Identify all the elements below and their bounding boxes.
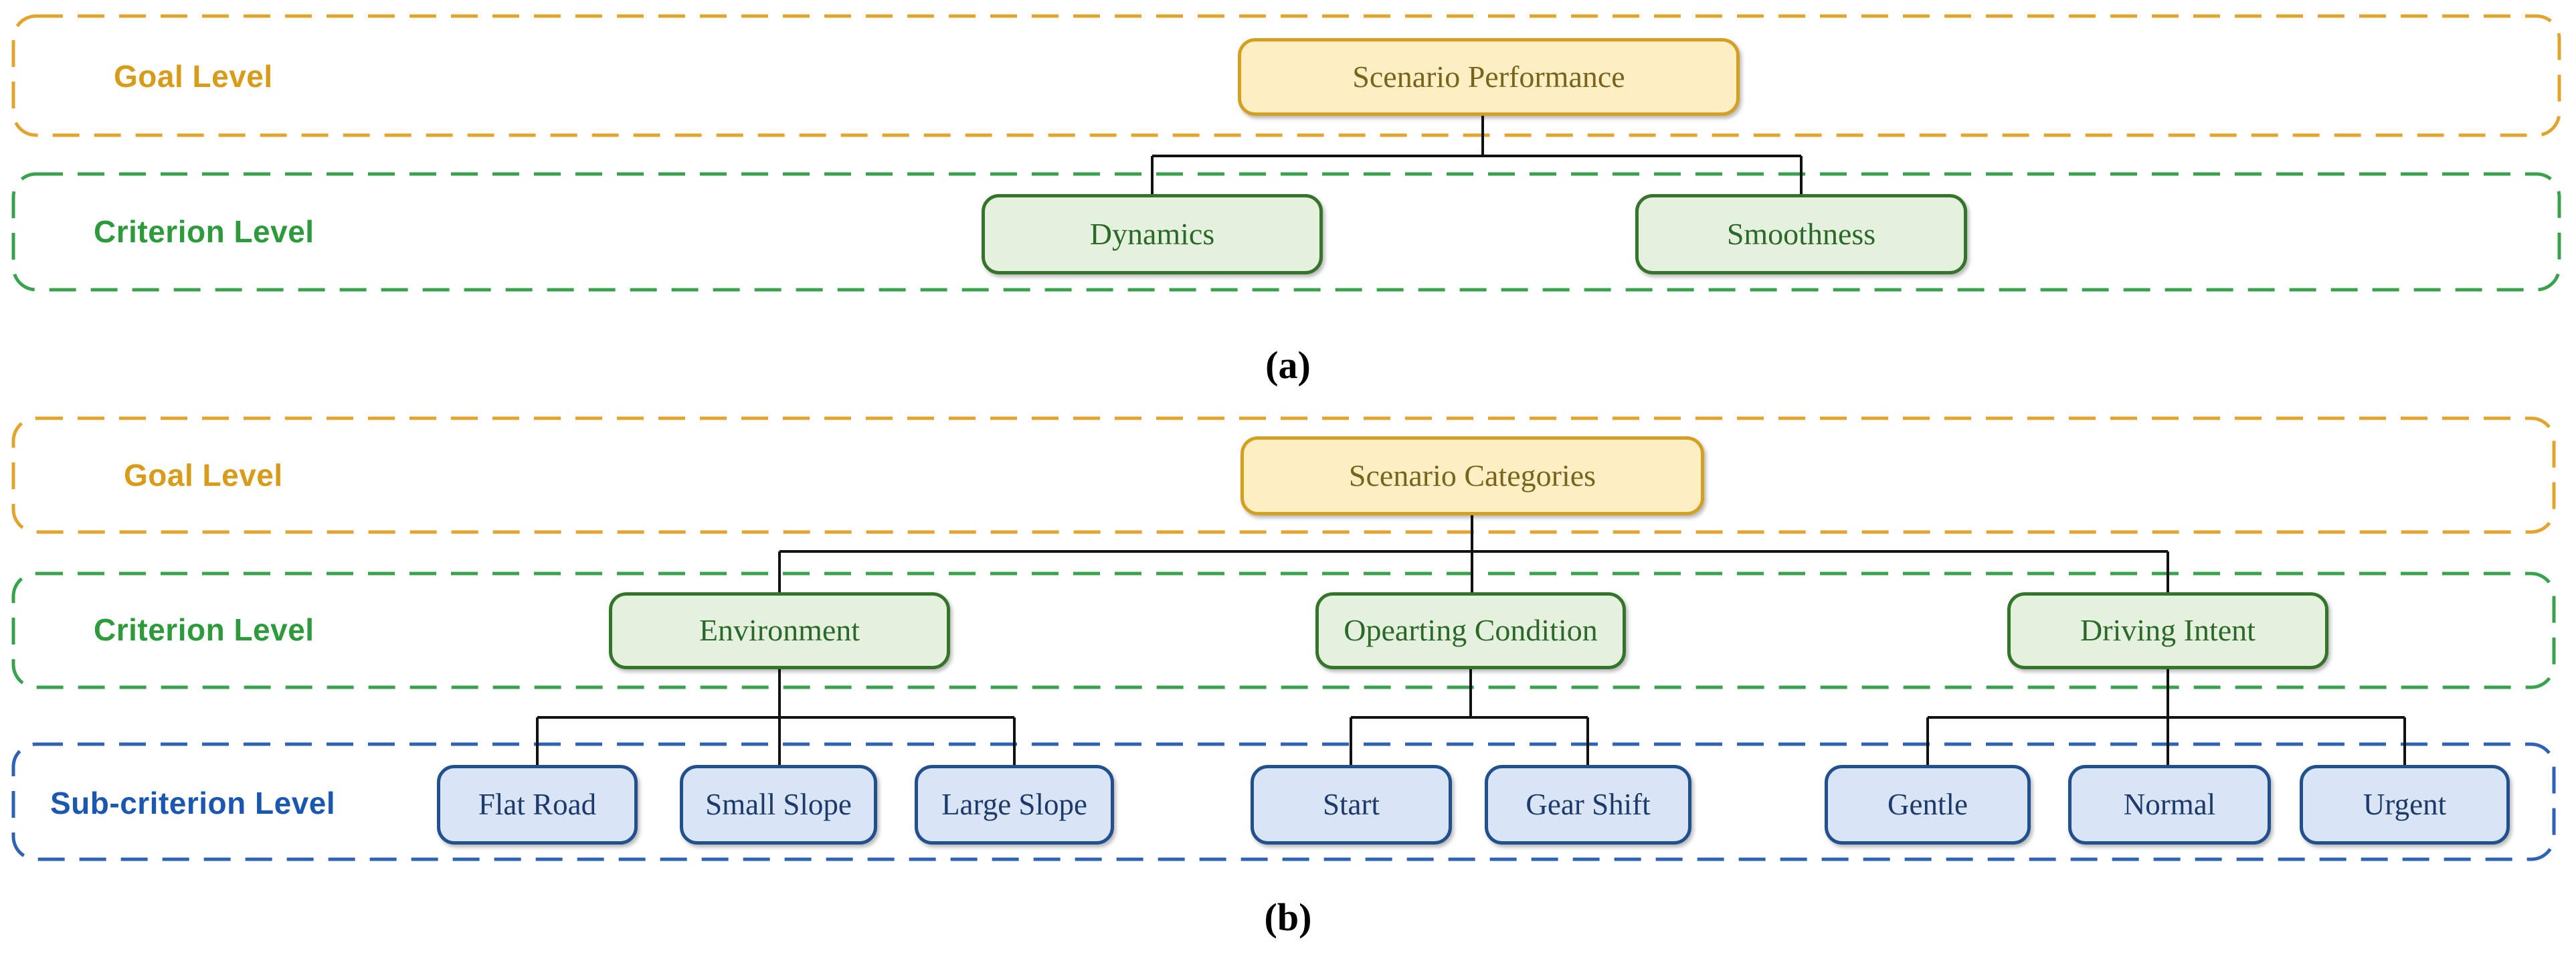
node-dynamics: Dynamics [982, 194, 1323, 274]
band-label-a-goal: Goal Level [114, 59, 273, 94]
node-environment: Environment [609, 592, 950, 669]
node-normal: Normal [2068, 765, 2271, 845]
band-a-goal-outline [11, 14, 2561, 137]
caption-b: (b) [1264, 895, 1312, 939]
node-small-slope: Small Slope [680, 765, 877, 845]
band-a-criterion-outline [11, 172, 2561, 292]
node-large-slope: Large Slope [915, 765, 1114, 845]
connector-a-goal-to-criteria [1151, 116, 1803, 195]
node-flat-road: Flat Road [437, 765, 638, 845]
band-b-criterion-outline [11, 572, 2556, 689]
connector-b-environment-children [536, 669, 1016, 766]
node-scenario-categories: Scenario Categories [1240, 436, 1704, 515]
band-label-b-subcriterion: Sub-criterion Level [50, 786, 336, 820]
connector-b-driving-children [1926, 669, 2406, 766]
node-gear-shift: Gear Shift [1485, 765, 1691, 845]
band-b-subcriterion-outline [11, 742, 2556, 861]
band-label-b-criterion: Criterion Level [94, 612, 314, 647]
node-gentle: Gentle [1825, 765, 2031, 845]
node-scenario-performance: Scenario Performance [1238, 38, 1740, 116]
caption-a: (a) [1265, 343, 1311, 387]
band-label-b-goal: Goal Level [124, 458, 283, 493]
band-label-a-criterion: Criterion Level [94, 214, 314, 249]
node-driving-intent: Driving Intent [2007, 592, 2328, 669]
node-smoothness: Smoothness [1635, 194, 1967, 274]
band-b-goal-outline [11, 416, 2556, 534]
connector-b-goal-to-criteria [778, 515, 2169, 594]
connector-b-opearting-children [1350, 669, 1589, 766]
node-start: Start [1251, 765, 1452, 845]
node-opearting-condition: Opearting Condition [1315, 592, 1626, 669]
node-urgent: Urgent [2300, 765, 2510, 845]
